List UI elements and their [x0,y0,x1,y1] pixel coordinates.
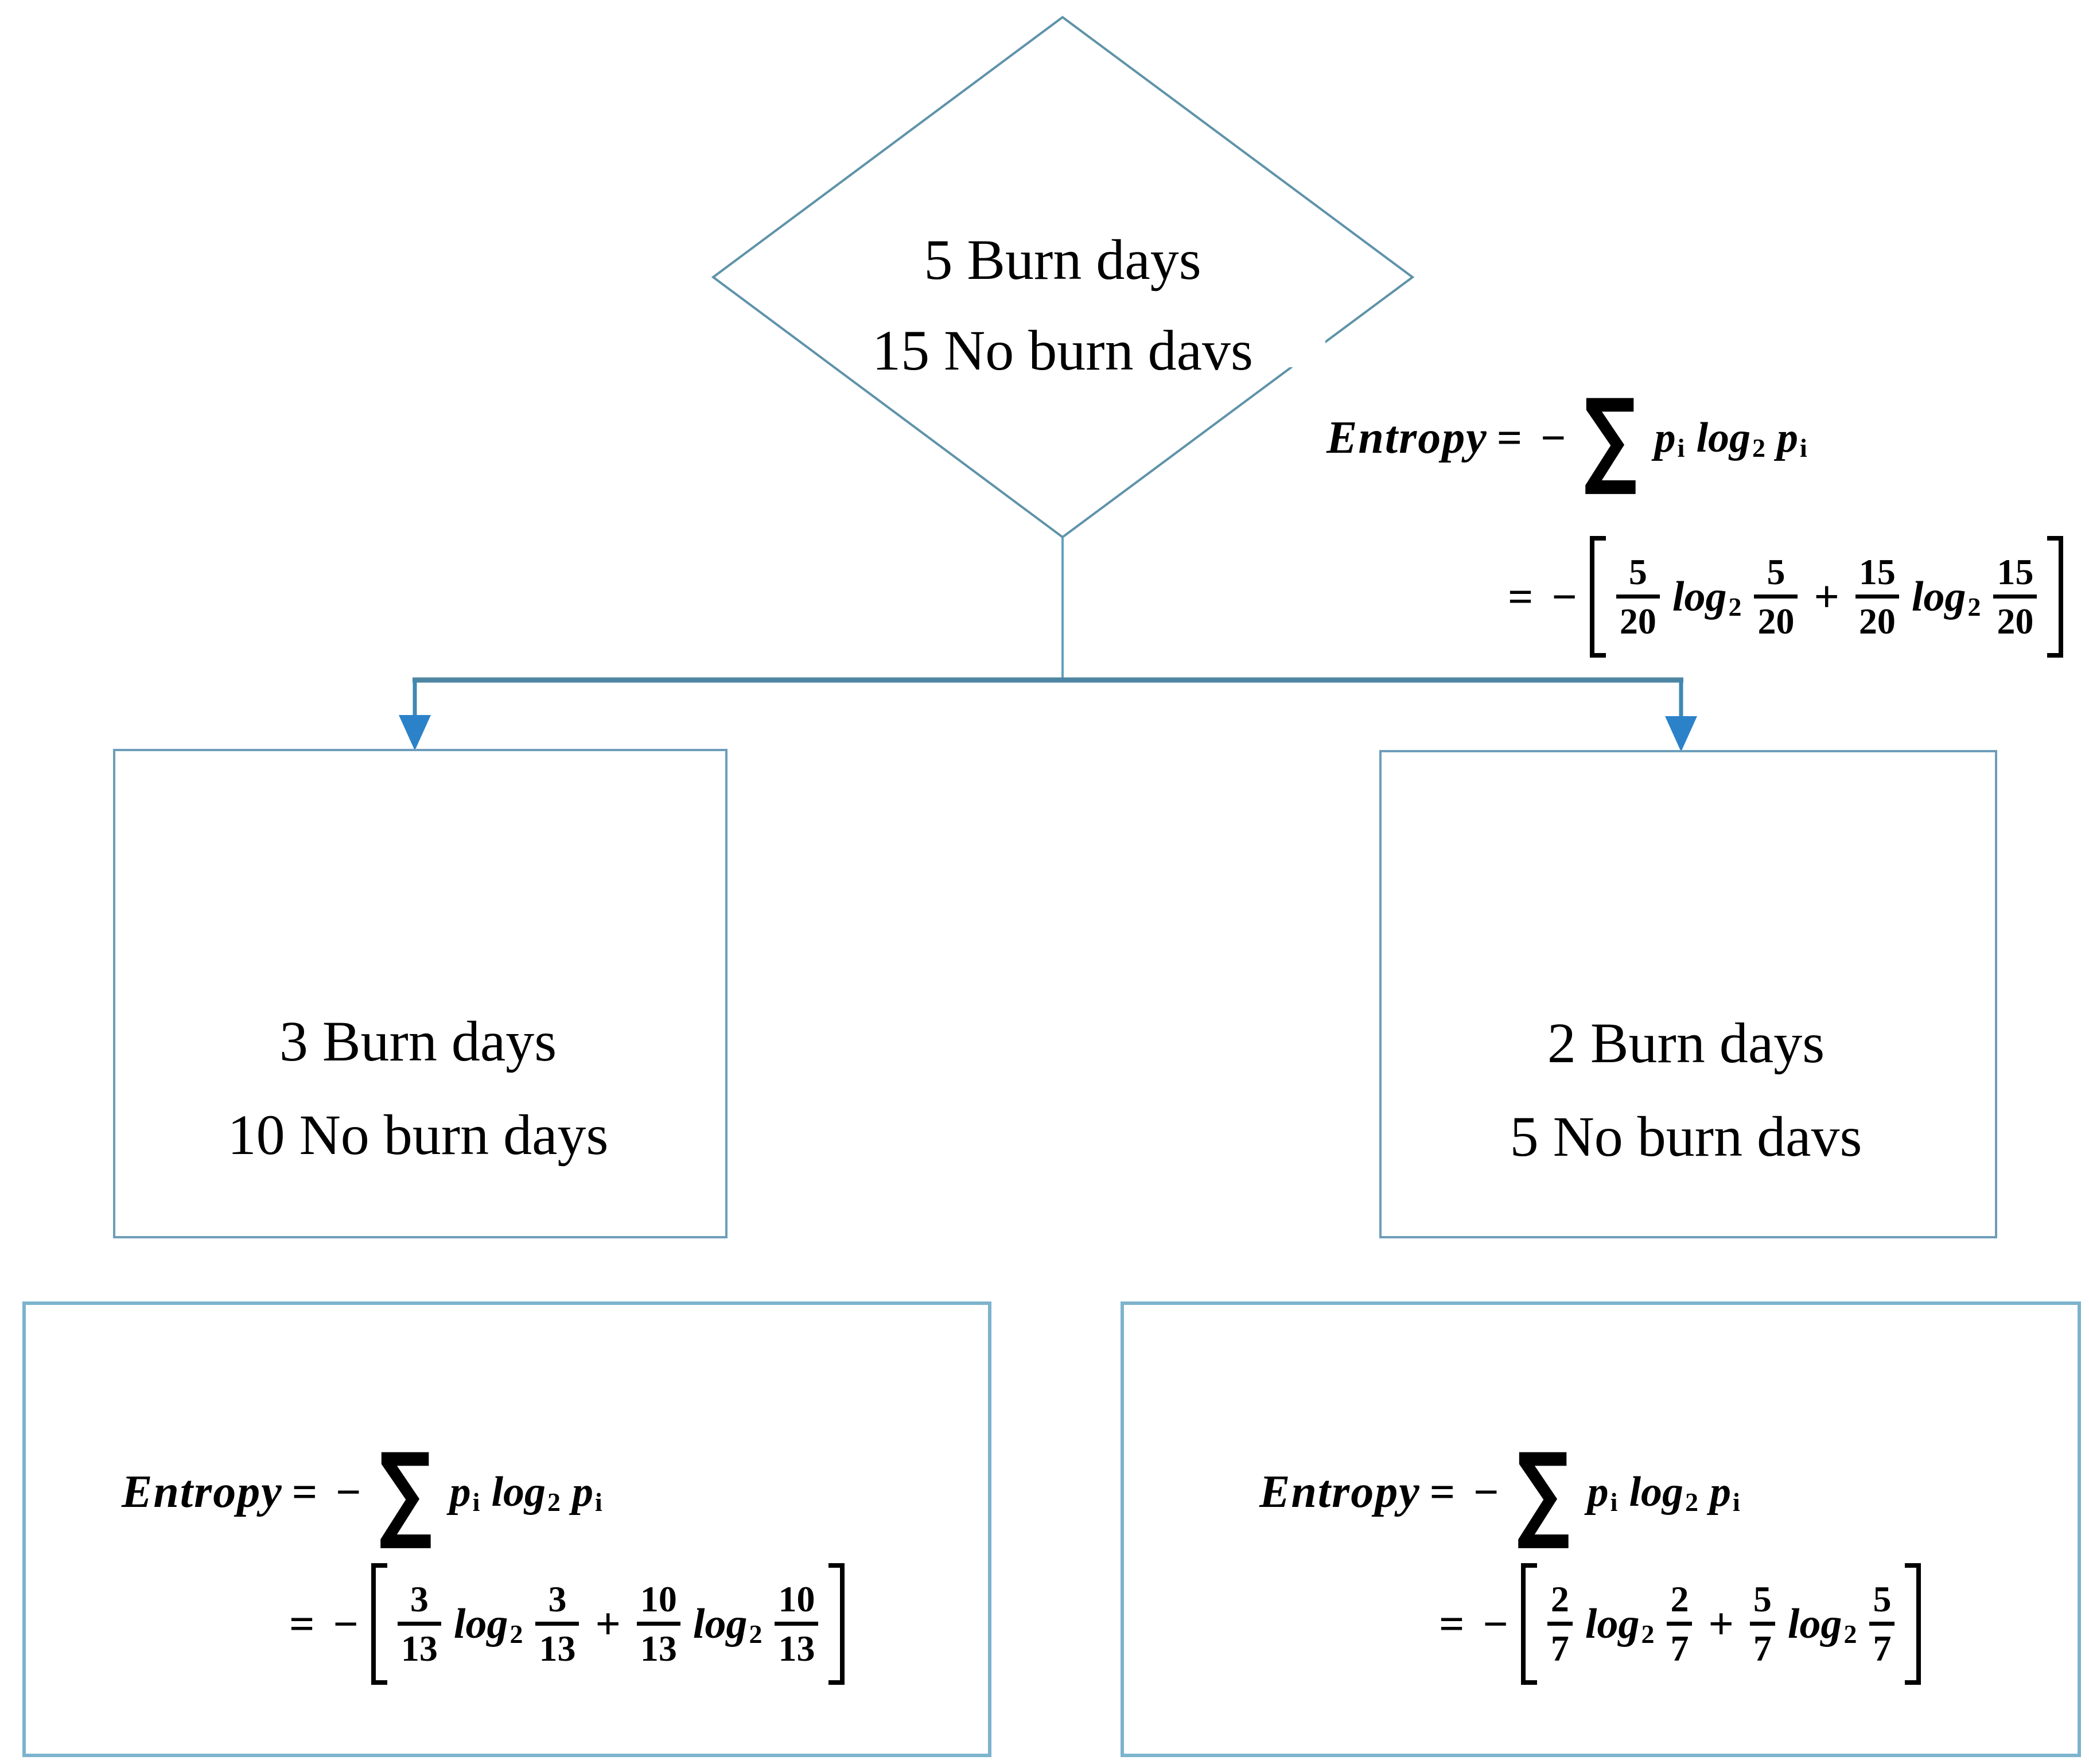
entropy-label: Entropy [122,1466,283,1517]
root-node-line1: 5 Burn days [924,228,1201,292]
root-node-line2: 15 No burn davs [872,318,1253,382]
right-node-line1: 2 Burn days [1547,1011,1825,1075]
left-child-node-box [113,749,728,1238]
arrow-down-icon [1665,716,1697,752]
entropy-label: Entropy [1326,412,1488,463]
right-bracket [2047,536,2064,658]
left-bracket [1589,536,1606,658]
right-bracket [1905,1563,1921,1685]
plus-sign: + [1814,572,1839,621]
minus-sign: − [1551,572,1577,621]
minus-sign: − [1483,1599,1508,1649]
equals-sign: = [1508,572,1534,621]
left-entropy-box [22,1301,991,1757]
summation-icon: ∑ [1584,376,1637,499]
right-child-node-box [1379,750,1997,1238]
equals-sign: = [289,1599,315,1649]
entropy-label: Entropy [1259,1466,1421,1517]
left-bracket [371,1563,387,1685]
left-bracket [1520,1563,1537,1685]
equals-sign: = [1439,1599,1465,1649]
right-bracket [828,1563,845,1685]
plus-sign: + [1708,1599,1734,1649]
left-node-line2: 10 No burn days [227,1103,609,1167]
left-node-line1: 3 Burn days [279,1009,557,1073]
diamond-edge-gap [1289,340,1325,367]
minus-sign: − [336,1467,361,1517]
minus-sign: − [1473,1467,1499,1517]
right-node-line2: 5 No burn davs [1510,1105,1862,1168]
equals-sign: = [1429,1467,1456,1517]
diamond-edge-gap [808,228,843,255]
plus-sign: + [595,1599,621,1649]
summation-icon: ∑ [379,1431,433,1553]
minus-sign: − [1541,413,1566,463]
equals-sign: = [1496,413,1523,463]
summation-icon: ∑ [1516,1431,1570,1553]
equals-sign: = [291,1467,318,1517]
arrow-down-icon [399,715,431,751]
minus-sign: − [333,1599,359,1649]
right-entropy-box [1121,1301,2081,1757]
